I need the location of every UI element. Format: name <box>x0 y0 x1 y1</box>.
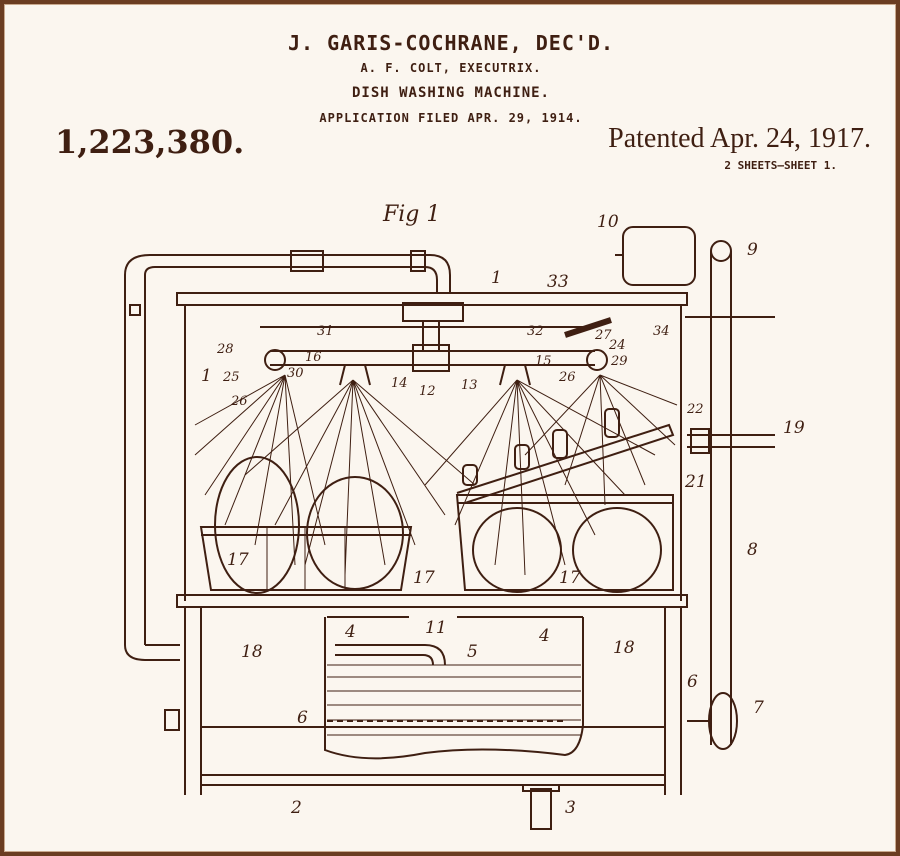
ref-10: 10 <box>597 212 619 232</box>
ref-31: 31 <box>317 324 334 339</box>
ref-33: 33 <box>547 272 569 292</box>
ref-26-left: 26 <box>230 394 248 409</box>
executrix-line: A. F. COLT, EXECUTRIX. <box>360 61 542 75</box>
dishwasher-drawing: Fig 1 <box>124 202 805 830</box>
inventor-name: J. GARIS-COCHRANE, DEC'D. <box>287 31 615 55</box>
ref-1-top: 1 <box>491 268 502 288</box>
ref-4-left: 4 <box>344 622 356 642</box>
ref-26-right: 26 <box>558 370 576 385</box>
ref-18-right: 18 <box>613 638 635 658</box>
ref-19: 19 <box>783 418 805 438</box>
dish-racks <box>199 408 675 594</box>
ref-12: 12 <box>419 384 436 399</box>
water-tank <box>324 616 584 830</box>
ref-8: 8 <box>747 540 758 560</box>
ref-6-left: 6 <box>297 708 308 728</box>
invention-title: DISH WASHING MACHINE. <box>351 85 550 101</box>
ref-17-mid: 17 <box>413 568 435 588</box>
figure-label: Fig 1 <box>382 202 440 227</box>
ref-18-left: 18 <box>241 642 263 662</box>
ref-32: 32 <box>527 324 544 339</box>
ref-28: 28 <box>216 342 234 357</box>
application-date: APPLICATION FILED APR. 29, 1914. <box>319 111 583 125</box>
motor-and-belt <box>615 226 775 750</box>
ref-4-right: 4 <box>538 626 550 646</box>
ref-7: 7 <box>753 698 764 718</box>
ref-30: 30 <box>287 366 304 381</box>
ref-21: 21 <box>684 472 707 492</box>
ref-34: 34 <box>653 324 670 339</box>
ref-17-left: 17 <box>227 550 249 570</box>
ref-15: 15 <box>535 354 552 369</box>
ref-29: 29 <box>610 354 628 369</box>
patent-number: 1,223,380. <box>55 123 245 161</box>
ref-6-right: 6 <box>687 672 698 692</box>
ref-17-right: 17 <box>559 568 581 588</box>
ref-13: 13 <box>461 378 478 393</box>
patent-sheet: J. GARIS-COCHRANE, DEC'D. A. F. COLT, EX… <box>4 4 896 852</box>
ref-3: 3 <box>565 798 576 818</box>
sheet-count: 2 SHEETS—SHEET 1. <box>724 159 837 172</box>
ref-25: 25 <box>222 370 240 385</box>
ref-5: 5 <box>467 642 478 662</box>
cabinet <box>164 292 688 795</box>
reference-numerals: 1 1 2 3 4 4 5 6 6 7 8 9 10 11 12 13 14 1… <box>201 212 805 818</box>
ref-27: 27 <box>594 328 612 343</box>
ref-14: 14 <box>391 376 408 391</box>
ref-1-left: 1 <box>201 366 212 386</box>
ref-16: 16 <box>305 350 322 365</box>
ref-2: 2 <box>290 798 302 818</box>
return-pipe <box>124 250 451 661</box>
ref-24: 24 <box>608 338 626 353</box>
patented-date: Patented Apr. 24, 1917. <box>608 123 871 154</box>
ref-22: 22 <box>686 402 704 417</box>
spray-manifold <box>260 302 612 386</box>
ref-11: 11 <box>425 618 447 638</box>
ref-9: 9 <box>747 240 758 260</box>
